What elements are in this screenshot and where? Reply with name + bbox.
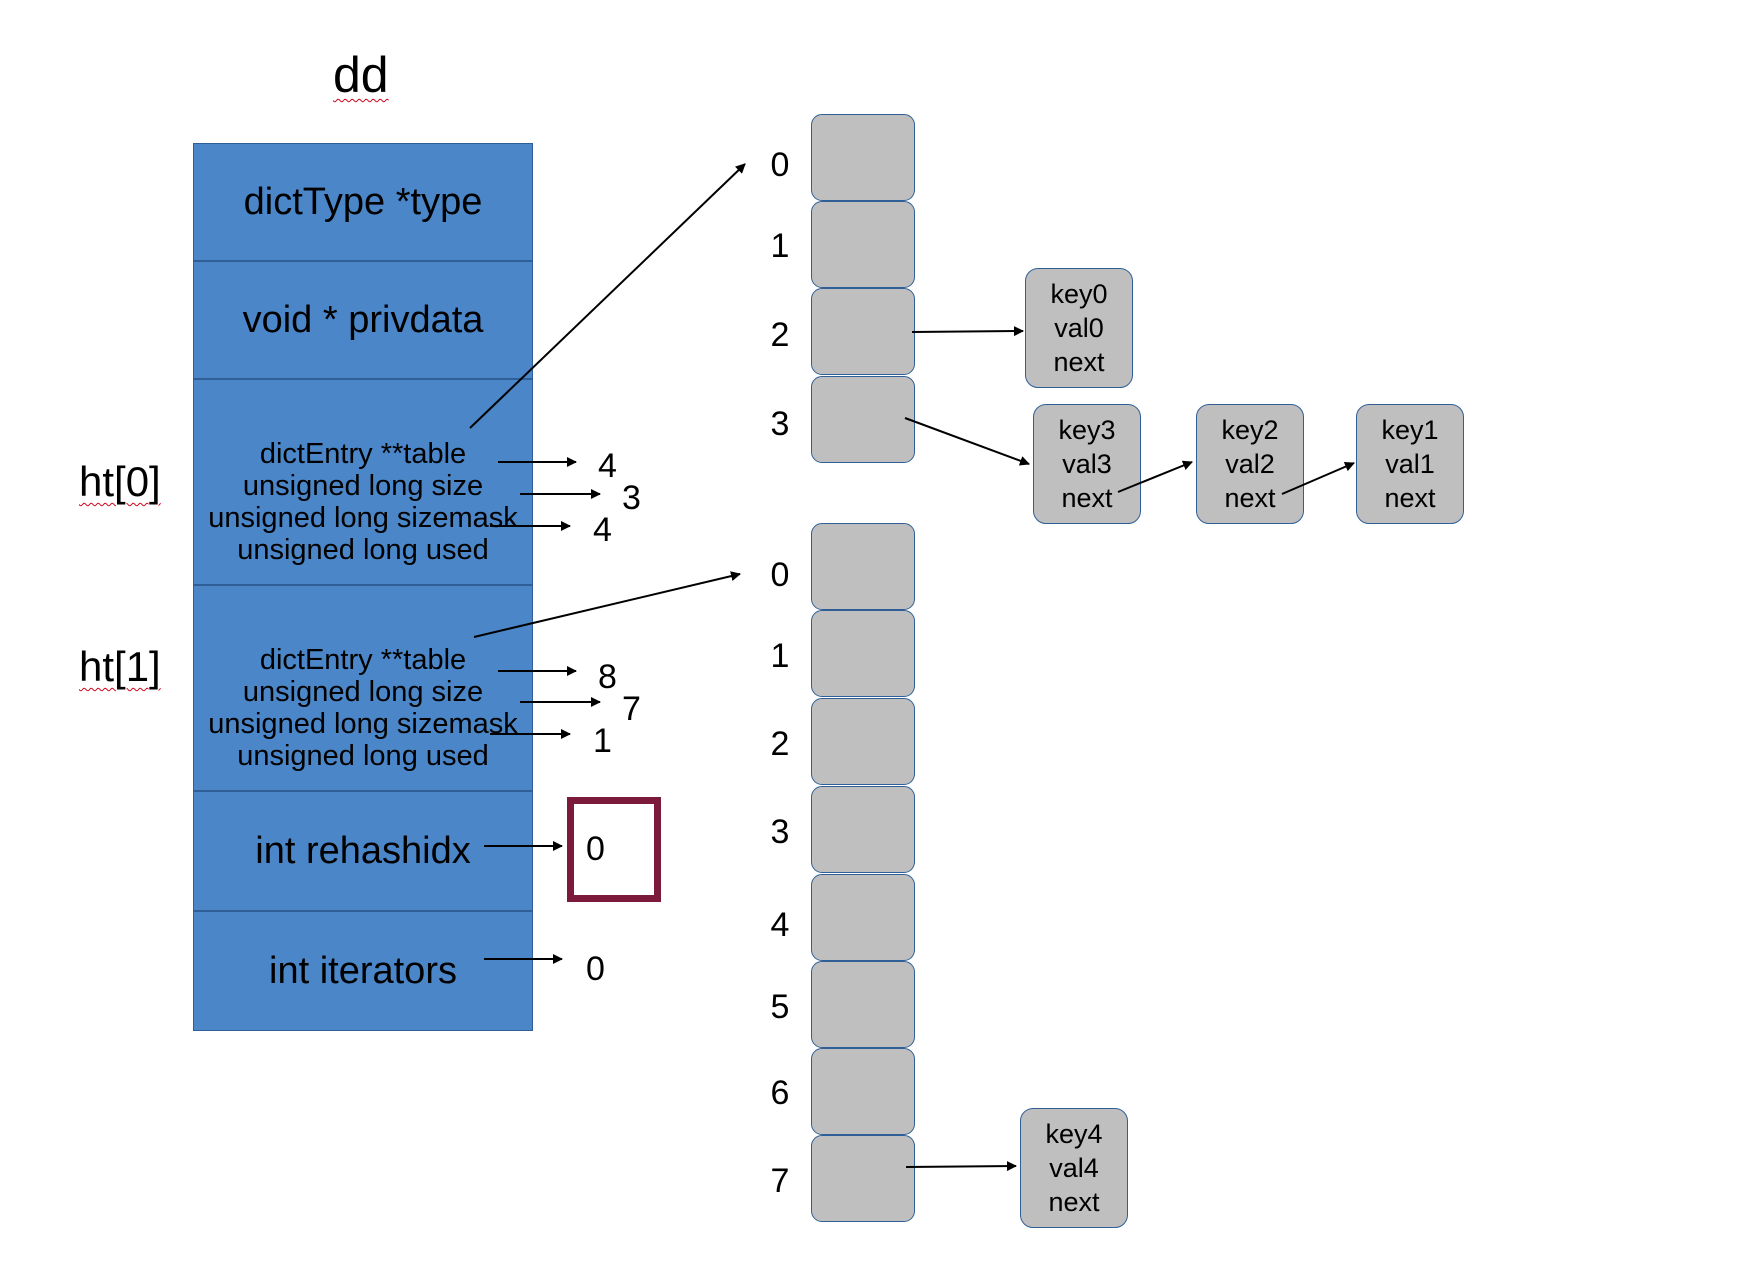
t0-bucket2-to-key0-arrow: [911, 326, 1024, 337]
type-field: dictType *type: [243, 180, 483, 223]
entry-val: val0: [1054, 313, 1104, 343]
ht1-sizemask-field: unsigned long sizemask: [208, 708, 518, 740]
t0-index-3: 3: [770, 405, 790, 443]
iterators-cell: int iterators: [194, 912, 532, 1030]
ht1-used-value: 1: [593, 722, 612, 760]
t0-index-0: 0: [770, 146, 790, 184]
t1-index-2: 2: [770, 725, 790, 763]
t0-bucket-2: [811, 288, 915, 375]
dict-struct: dictType *type void * privdata dictEntry…: [193, 143, 533, 1031]
entry-val: val2: [1225, 449, 1275, 479]
ht0-cell: dictEntry **table unsigned long size uns…: [194, 380, 532, 586]
t0-index-1: 1: [770, 227, 790, 265]
entry-key: key3: [1058, 415, 1116, 445]
ht1-size-field: unsigned long size: [242, 676, 484, 708]
entry-key: key1: [1381, 415, 1439, 445]
t0-bucket3-to-key3-arrow: [904, 417, 1030, 466]
entry-next: next: [1384, 483, 1436, 513]
t0-bucket-0: [811, 114, 915, 201]
ht1-table-field: dictEntry **table: [259, 644, 467, 676]
ht1-cell: dictEntry **table unsigned long size uns…: [194, 586, 532, 792]
entry-next: next: [1061, 483, 1113, 513]
t1-index-3: 3: [770, 813, 790, 851]
privdata-field: void * privdata: [242, 298, 484, 341]
t1-index-5: 5: [770, 988, 790, 1026]
t0-index-2: 2: [770, 316, 790, 354]
t1-bucket-4: [811, 874, 915, 961]
ht1-fields: dictEntry **table unsigned long size uns…: [208, 644, 518, 772]
t1-bucket-5: [811, 961, 915, 1048]
entry-key1: key1 val1 next: [1356, 404, 1464, 524]
ht1-table-arrow: [473, 571, 741, 638]
entry-key: key2: [1221, 415, 1279, 445]
key2-to-key1-arrow: [1281, 461, 1355, 495]
t1-bucket-7: [811, 1135, 915, 1222]
t1-bucket-1: [811, 610, 915, 697]
ht0-size-value: 4: [598, 447, 617, 485]
ht0-label: ht[0]: [79, 458, 161, 505]
t1-index-6: 6: [770, 1074, 790, 1112]
type-field-cell: dictType *type: [194, 144, 532, 262]
entry-key3: key3 val3 next: [1033, 404, 1141, 524]
ht1-sizemask-value: 7: [622, 690, 641, 728]
rehashidx-field: int rehashidx: [255, 829, 471, 872]
rehashidx-value: 0: [586, 830, 605, 868]
entry-key: key0: [1050, 279, 1108, 309]
t1-bucket-0: [811, 523, 915, 610]
iterators-value: 0: [586, 950, 605, 988]
t1-bucket-3: [811, 786, 915, 873]
t1-index-7: 7: [770, 1162, 790, 1200]
entry-val: val1: [1385, 449, 1435, 479]
t1-bucket7-to-key4-arrow: [905, 1161, 1017, 1172]
t1-index-4: 4: [770, 906, 790, 944]
entry-next: next: [1048, 1187, 1100, 1217]
t1-bucket-6: [811, 1048, 915, 1135]
entry-key: key4: [1045, 1119, 1103, 1149]
entry-next: next: [1053, 347, 1105, 377]
entry-key0: key0 val0 next: [1025, 268, 1133, 388]
entry-val: val3: [1062, 449, 1112, 479]
ht0-size-field: unsigned long size: [242, 470, 484, 502]
ht0-sizemask-value: 3: [622, 479, 641, 517]
ht0-used-value: 4: [593, 511, 612, 549]
ht1-label: ht[1]: [79, 643, 161, 690]
ht0-used-field: unsigned long used: [237, 534, 489, 566]
entry-key2: key2 val2 next: [1196, 404, 1304, 524]
privdata-field-cell: void * privdata: [194, 262, 532, 380]
t1-index-0: 0: [770, 556, 790, 594]
ht0-table-field: dictEntry **table: [259, 438, 467, 470]
t0-bucket-3: [811, 376, 915, 463]
t0-bucket-1: [811, 201, 915, 288]
key3-to-key2-arrow: [1117, 460, 1193, 493]
rehashidx-highlight-box: 0: [567, 797, 661, 902]
t1-bucket-2: [811, 698, 915, 785]
t1-index-1: 1: [770, 637, 790, 675]
entry-next: next: [1224, 483, 1276, 513]
rehashidx-cell: int rehashidx: [194, 792, 532, 912]
entry-key4: key4 val4 next: [1020, 1108, 1128, 1228]
ht1-used-field: unsigned long used: [237, 740, 489, 772]
ht1-size-value: 8: [598, 658, 617, 696]
ht0-fields: dictEntry **table unsigned long size uns…: [208, 438, 518, 566]
ht0-table-arrow: [469, 163, 746, 429]
entry-val: val4: [1049, 1153, 1099, 1183]
iterators-field: int iterators: [269, 949, 457, 992]
diagram-title: dd: [333, 47, 389, 103]
ht0-sizemask-field: unsigned long sizemask: [208, 502, 518, 534]
